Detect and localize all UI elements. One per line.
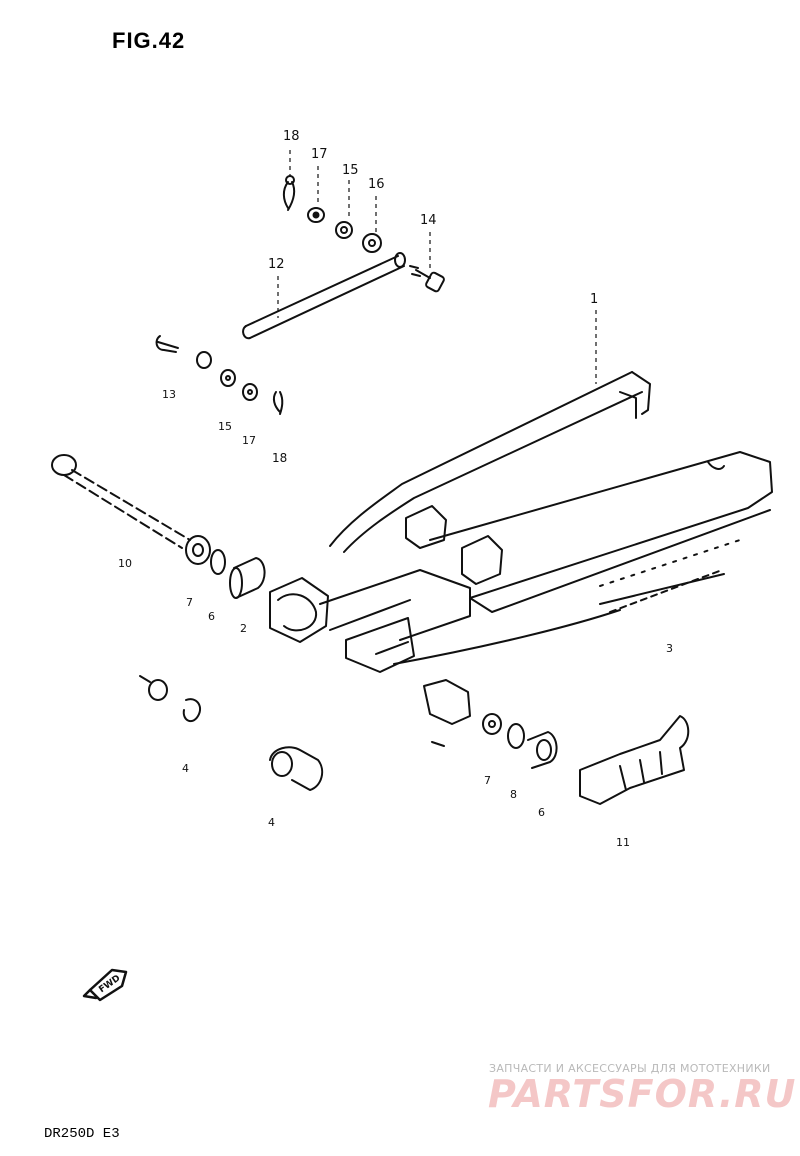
bushing-8 [527, 731, 558, 769]
label-18-mid: 18 [272, 451, 287, 465]
swing-arm-1 [269, 371, 773, 673]
label-12: 12 [268, 257, 285, 272]
rod-12 [242, 252, 406, 340]
label-8: 8 [510, 788, 517, 801]
label-10: 10 [118, 557, 132, 570]
washer-15-top [335, 221, 353, 239]
bolt-14 [409, 265, 445, 293]
label-6-left: 6 [208, 610, 215, 623]
watermark-logo: PARTSFOR.RU [488, 1072, 797, 1116]
label-1: 1 [590, 292, 598, 307]
label-4-mid: 4 [268, 816, 275, 829]
label-6-right: 6 [538, 806, 545, 819]
bracket-lower [423, 679, 471, 747]
callout-labels: 18 17 15 16 14 12 1 13 15 17 18 10 7 6 3… [97, 129, 673, 995]
label-2: 2 [240, 622, 247, 635]
seal-6-right [507, 723, 525, 749]
cotter-pin-18-mid [272, 391, 284, 415]
label-18-top: 18 [283, 129, 300, 144]
leader-lines [277, 150, 597, 384]
washer-17-top [307, 207, 325, 223]
bolt-13 [155, 335, 179, 353]
label-13: 13 [162, 388, 176, 401]
bearing-2 [229, 557, 266, 599]
label-7-right: 7 [484, 774, 491, 787]
front-direction-arrow [82, 968, 128, 1002]
washer-7-right [482, 713, 502, 735]
seal-6-left [210, 549, 226, 575]
seal-4-left [182, 698, 202, 723]
model-code: DR250D E3 [44, 1126, 120, 1142]
bushing-4-mid [269, 746, 324, 791]
label-15-top: 15 [342, 163, 359, 178]
watermark-caption: ЗАПЧАСТИ И АКСЕССУАРЫ ДЛЯ МОТОТЕХНИКИ [489, 1062, 771, 1075]
label-4-left: 4 [182, 762, 189, 775]
fwd-label: FWD [97, 973, 122, 995]
label-17-top: 17 [311, 147, 328, 162]
pivot-shaft-10 [51, 454, 191, 549]
label-15-mid: 15 [218, 420, 232, 433]
linkage-11 [579, 715, 690, 805]
bushing-7-left [185, 535, 211, 565]
washer-16-mid [220, 369, 236, 387]
label-7-left: 7 [186, 596, 193, 609]
washer-16-top [362, 233, 382, 253]
spacer-3 [139, 675, 168, 701]
washer-15-mid [196, 351, 212, 369]
label-16-top: 16 [368, 177, 385, 192]
cotter-pin-18-top [282, 175, 296, 211]
label-17-mid: 17 [242, 434, 256, 447]
label-14: 14 [420, 213, 437, 228]
label-11: 11 [616, 836, 630, 849]
washer-17-mid [242, 383, 258, 401]
label-3: 3 [666, 642, 673, 655]
figure-title: FIG.42 [112, 28, 186, 53]
